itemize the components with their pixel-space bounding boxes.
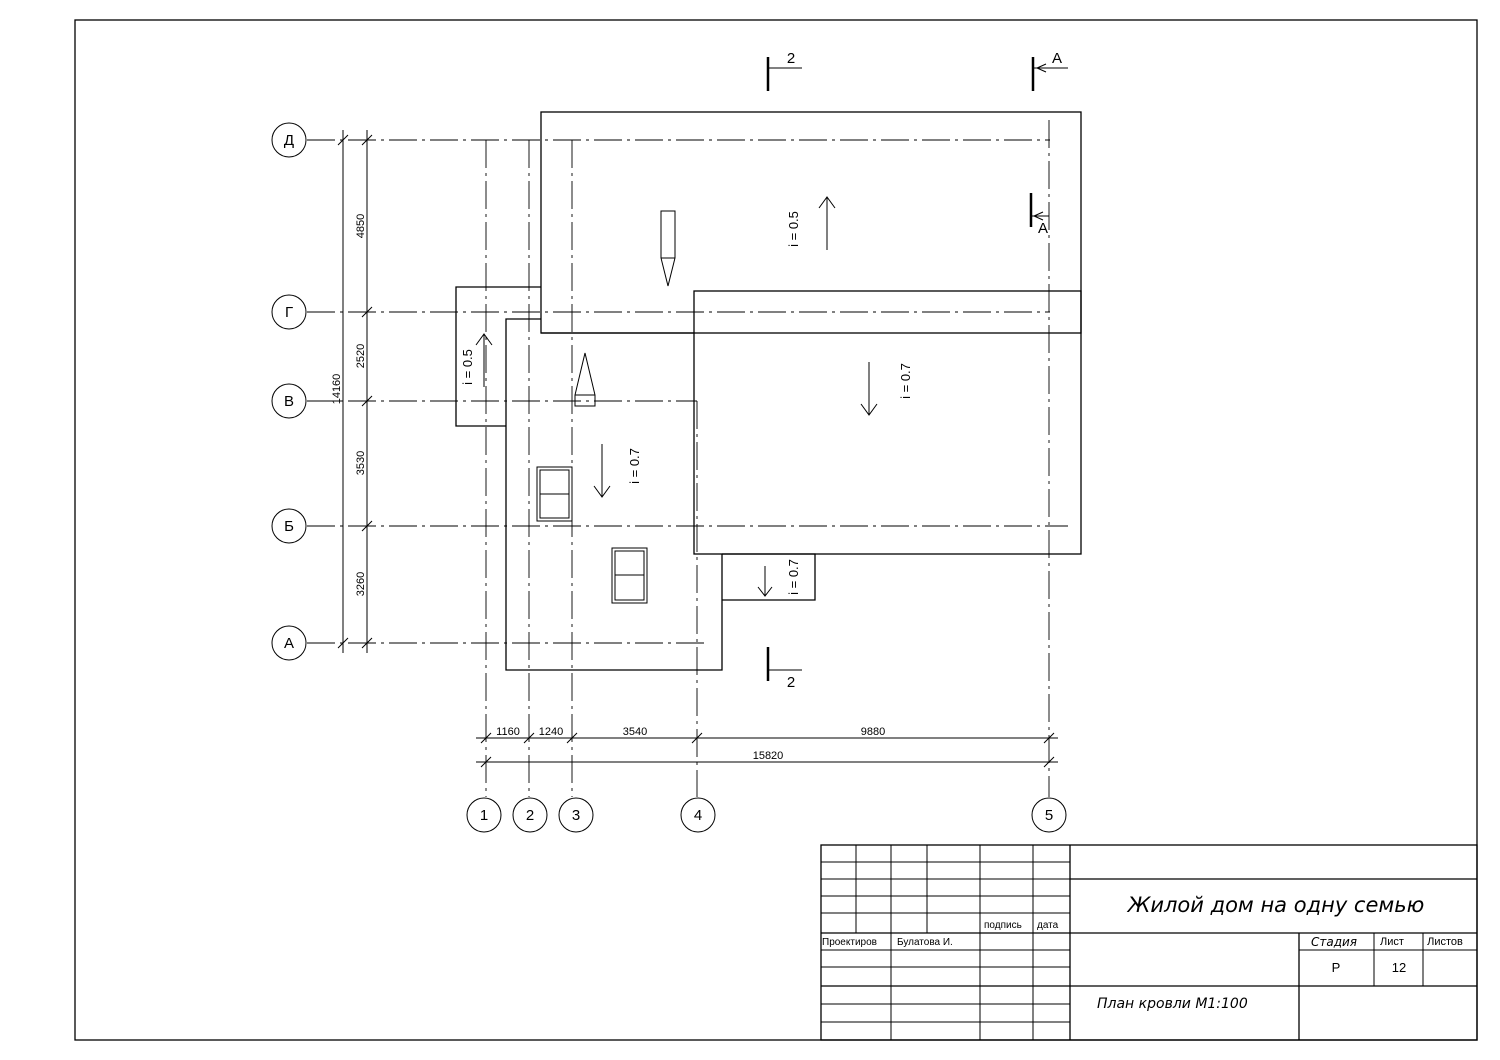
dim-g-v: 2520 [355,344,367,368]
dimension-chain-vertical [337,130,373,653]
axis-bubble-3: 3 [558,797,594,833]
skylight-2 [611,547,648,604]
dim-vertical-total: 14160 [331,374,343,405]
label-date: дата [1037,920,1059,931]
dim-4-5: 9880 [861,726,885,738]
label-signature: подпись [984,920,1022,931]
dim-b-a: 3260 [355,572,367,596]
dimension-chain-horizontal [476,732,1058,768]
svg-text:А: А [1038,220,1048,237]
section-mark-a-right: А [1029,193,1049,237]
svg-text:Д: Д [284,132,294,149]
svg-text:Б: Б [284,518,294,535]
dim-d-g: 4850 [355,214,367,238]
roof-porch [455,286,541,427]
axis-bubble-g: Г [271,294,307,330]
stage-value: Р [1332,960,1341,975]
roof-upper-block [540,111,1082,334]
svg-text:2: 2 [787,674,795,691]
skylight-1 [536,466,573,522]
svg-text:5: 5 [1045,807,1053,824]
svg-text:2: 2 [526,807,534,824]
slope-label-upper: i = 0.5 [786,211,801,247]
slope-arrows [475,196,878,597]
svg-text:3: 3 [572,807,580,824]
section-mark-2-top: 2 [766,50,802,91]
sheet-frame [74,19,1478,1041]
roof-right-block [693,290,1082,555]
section-mark-2-bottom: 2 [766,647,802,691]
dim-2-3: 1240 [539,726,563,738]
label-sheet: Лист [1380,936,1404,948]
project-title: Жилой дом на одну семью [1126,893,1425,917]
roof-outline [455,111,1082,671]
title-block [820,844,1478,1041]
slope-label-left: i = 0.7 [627,448,642,484]
roof-small-block [722,553,816,601]
svg-text:2: 2 [787,50,795,67]
svg-text:4: 4 [694,807,702,824]
svg-text:Г: Г [285,304,293,321]
slope-label-right: i = 0.7 [898,363,913,399]
roof-left-block [505,318,723,671]
svg-text:В: В [284,393,294,410]
axis-bubble-b: Б [271,508,307,544]
dim-v-b: 3530 [355,451,367,475]
slope-label-porch: i = 0.5 [460,349,475,385]
role-designer: Проектиров [822,937,877,948]
designer-name: Булатова И. [897,937,953,948]
axis-bubble-1: 1 [466,797,502,833]
grid-axes [307,120,1068,797]
dim-3-4: 3540 [623,726,647,738]
vent-marker-lower [574,352,596,407]
svg-text:А: А [1052,50,1062,67]
sheet-title: План кровли М1:100 [1097,996,1248,1012]
axis-bubble-a: А [271,625,307,661]
dim-horizontal-total: 15820 [753,750,784,762]
section-mark-a-top: А [1031,50,1068,91]
svg-text:А: А [284,635,294,652]
sheet-number: 12 [1392,960,1406,975]
dim-1-2: 1160 [496,726,520,738]
axis-bubble-v: В [271,383,307,419]
axis-bubble-5: 5 [1031,797,1067,833]
axis-bubble-d: Д [271,122,307,158]
svg-text:1: 1 [480,807,488,824]
vent-marker-upper [660,210,676,287]
axis-bubble-4: 4 [680,797,716,833]
slope-label-small: i = 0.7 [786,559,801,595]
axis-bubble-2: 2 [512,797,548,833]
label-sheets: Листов [1427,936,1463,948]
label-stage: Стадия [1311,935,1357,949]
